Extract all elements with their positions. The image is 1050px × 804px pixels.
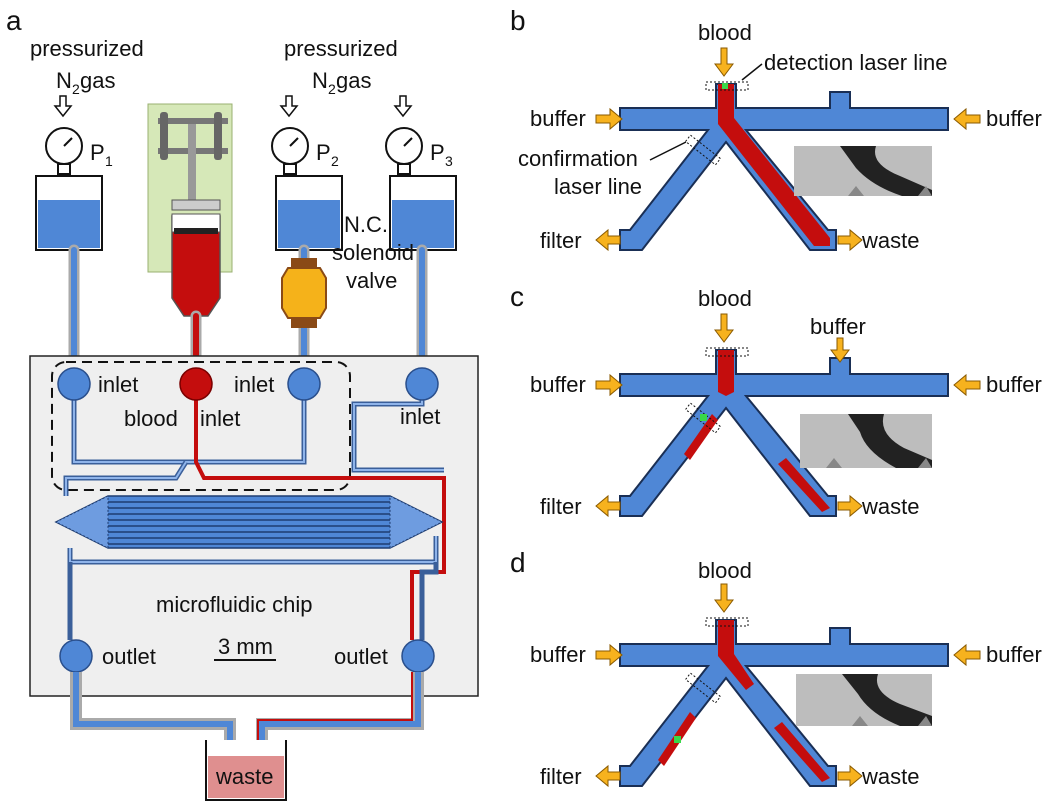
focus-region — [51, 361, 351, 491]
svg-text:2: 2 — [72, 81, 80, 97]
inlet-label-3: inlet — [400, 404, 440, 429]
blood-stream-b — [718, 84, 830, 246]
chip-channels — [63, 388, 446, 640]
gauge-label-p1: P 1 — [90, 140, 113, 169]
blood-stream-d — [718, 620, 754, 690]
inlet-label-1: inlet — [98, 372, 138, 397]
gas-label-1: pressurized — [30, 36, 144, 61]
blood-label-c: blood — [698, 286, 752, 311]
svg-text:3: 3 — [445, 153, 453, 169]
channel-c — [619, 349, 949, 517]
panel-a: a pressurized N 2 gas pressurized N 2 ga… — [6, 5, 479, 801]
buffer-top-c: buffer — [810, 314, 866, 339]
inlet-port-icon — [57, 367, 439, 401]
blood-label-d: blood — [698, 558, 752, 583]
svg-text:N: N — [312, 68, 328, 93]
detection-laser-box-d — [705, 617, 749, 627]
gauge-label-p2: P 2 — [316, 140, 339, 169]
svg-text:2: 2 — [331, 153, 339, 169]
outlet-port-icon — [59, 639, 435, 673]
waste-label-c: waste — [861, 494, 919, 519]
buffer-right-c: buffer — [986, 372, 1042, 397]
detection-laser-box-c — [705, 347, 749, 357]
filter-label-d: filter — [540, 764, 582, 789]
pressure-gauge-icon — [45, 127, 423, 175]
confirmation-pointer — [649, 141, 687, 161]
detection-label: detection laser line — [764, 50, 947, 75]
detection-laser-box — [705, 81, 749, 91]
chip-label: microfluidic chip — [156, 592, 313, 617]
blood-stream-c — [718, 350, 734, 396]
blood-inlet-label-1: blood — [124, 406, 178, 431]
blood-segment-d2 — [774, 722, 830, 782]
blood-segment-c1 — [684, 414, 718, 460]
valve-label-3: valve — [346, 268, 397, 293]
buffer-left-d: buffer — [530, 642, 586, 667]
waste-container — [205, 740, 287, 801]
buffer-left-c: buffer — [530, 372, 586, 397]
panel-label-a: a — [6, 5, 22, 36]
blood-segment-c2 — [778, 458, 830, 512]
blood-inlet-label-2: inlet — [200, 406, 240, 431]
gas-arrow-icon — [53, 95, 413, 118]
scale-bar-label: 3 mm — [218, 634, 273, 659]
blood-label-b: blood — [698, 20, 752, 45]
confirmation-laser-box-c — [684, 402, 722, 434]
confirmation-laser-box-d — [684, 672, 722, 704]
svg-text:P: P — [316, 140, 331, 165]
microscope-inset-c — [800, 414, 932, 468]
svg-text:P: P — [90, 140, 105, 165]
svg-text:gas: gas — [80, 68, 115, 93]
panel-c: c blood buffer buffer buffer filter wast… — [510, 281, 1042, 519]
outlet-label-1: outlet — [102, 644, 156, 669]
laser-spot-d — [674, 736, 681, 743]
waste-label: waste — [215, 764, 273, 789]
syringe-pump — [147, 103, 233, 317]
panel-label-d: d — [510, 547, 526, 578]
solenoid-valve — [281, 258, 327, 328]
waste-label-b: waste — [861, 228, 919, 253]
channel-d — [619, 619, 949, 787]
valve-label-1: N.C. — [344, 212, 388, 237]
buffer-right-b: buffer — [986, 106, 1042, 131]
gas-label-2-formula: N 2 gas — [312, 68, 371, 97]
detection-pointer — [741, 63, 763, 81]
gas-label-1-formula: N 2 gas — [56, 68, 115, 97]
panel-d: d blood buffer buffer filter waste — [510, 547, 1042, 789]
flow-arrow-icon — [595, 583, 981, 788]
svg-text:2: 2 — [328, 81, 336, 97]
microscope-inset-b — [794, 146, 932, 196]
outlet-label-2: outlet — [334, 644, 388, 669]
buffer-right-d: buffer — [986, 642, 1042, 667]
channel-b — [619, 83, 949, 251]
waste-label-d: waste — [861, 764, 919, 789]
filter-label-c: filter — [540, 494, 582, 519]
inlet-label-2: inlet — [234, 372, 274, 397]
flow-arrow-icon — [595, 313, 981, 518]
svg-text:gas: gas — [336, 68, 371, 93]
svg-text:N: N — [56, 68, 72, 93]
gas-label-2: pressurized — [284, 36, 398, 61]
laser-spot — [722, 83, 728, 89]
panel-label-c: c — [510, 281, 524, 312]
buffer-reservoir — [35, 175, 457, 251]
flow-arrow-icon — [595, 47, 981, 252]
svg-text:1: 1 — [105, 153, 113, 169]
filter-array — [54, 495, 444, 549]
filter-label-b: filter — [540, 228, 582, 253]
buffer-left-b: buffer — [530, 106, 586, 131]
panel-b: b blood detection laser line confirmatio… — [510, 5, 1042, 253]
laser-spot-c — [700, 414, 707, 421]
panel-label-b: b — [510, 5, 526, 36]
confirmation-label-1: confirmation — [518, 146, 638, 171]
confirmation-label-2: laser line — [554, 174, 642, 199]
valve-label-2: solenoid — [332, 240, 414, 265]
microscope-inset-d — [796, 674, 932, 726]
gauge-label-p3: P 3 — [430, 140, 453, 169]
svg-text:P: P — [430, 140, 445, 165]
